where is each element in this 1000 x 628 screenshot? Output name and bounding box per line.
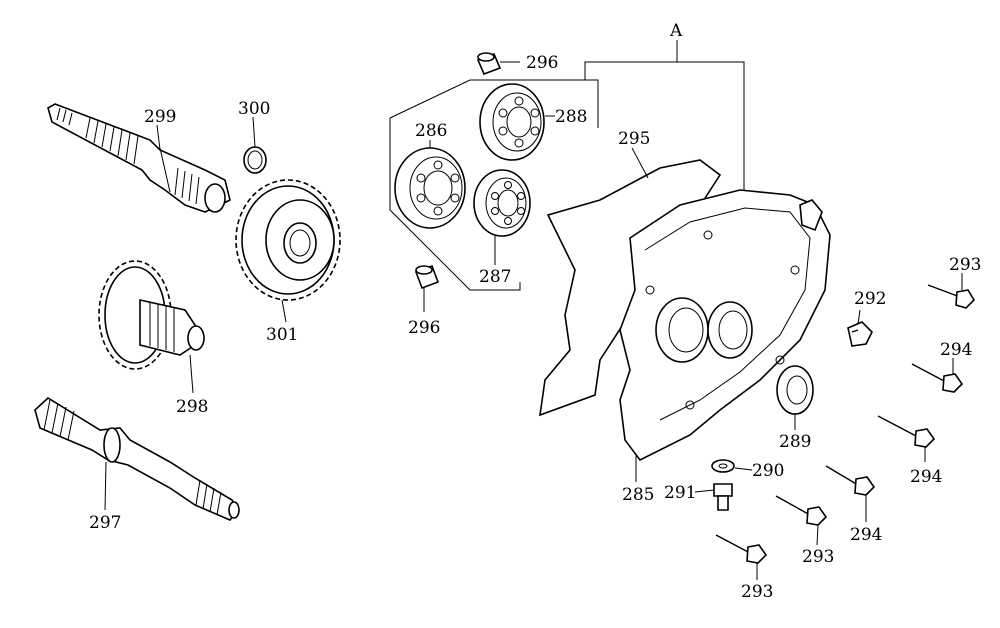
bearing-286 (394, 147, 466, 229)
label-285: 285 (622, 485, 654, 505)
label-294-top: 294 (940, 340, 972, 360)
bolt-292 (847, 321, 873, 347)
label-293-bottom: 293 (741, 582, 773, 602)
label-289: 289 (779, 432, 811, 452)
gear-301 (235, 179, 341, 301)
label-300: 300 (238, 99, 270, 119)
label-296-top: 296 (526, 53, 558, 73)
bolt-293-top (927, 284, 976, 309)
label-298: 298 (176, 397, 208, 417)
bearing-288 (479, 83, 545, 161)
bolt-293-middle (775, 495, 828, 526)
dowel-pin-296-bottom (414, 264, 440, 290)
label-293-top: 293 (949, 255, 981, 275)
shaft-297 (34, 397, 240, 521)
oil-seal-289 (776, 365, 814, 415)
shaft-299 (47, 103, 231, 213)
label-294-middle: 294 (910, 467, 942, 487)
label-301: 301 (266, 325, 298, 345)
transmission-cover-285 (619, 189, 831, 462)
washer-290 (711, 459, 735, 473)
callout-labels: A 285 286 287 288 289 290 291 292 293 29… (89, 21, 981, 602)
dowel-pin-296-top (476, 52, 502, 76)
label-293-middle: 293 (802, 547, 834, 567)
label-299: 299 (144, 107, 176, 127)
label-A: A (669, 21, 683, 41)
label-287: 287 (479, 267, 511, 287)
label-288: 288 (555, 107, 587, 127)
bolt-294-bottom (825, 465, 876, 496)
bearing-287 (473, 169, 531, 237)
label-290: 290 (752, 461, 784, 481)
label-296-bottom: 296 (408, 318, 440, 338)
bolt-291 (713, 483, 733, 511)
snap-ring-300 (243, 146, 267, 174)
label-297: 297 (89, 513, 121, 533)
bolt-294-top (911, 363, 964, 393)
label-291: 291 (664, 483, 696, 503)
gear-298 (98, 260, 205, 370)
label-286: 286 (415, 121, 447, 141)
leader-lines (104, 61, 963, 580)
label-292: 292 (854, 289, 886, 309)
label-295: 295 (618, 129, 650, 149)
label-294-bottom: 294 (850, 525, 882, 545)
group-a-bracket (584, 40, 745, 190)
bearing-group-bracket (389, 79, 599, 291)
bolt-294-middle (877, 415, 936, 448)
bolt-293-bottom (715, 534, 768, 564)
